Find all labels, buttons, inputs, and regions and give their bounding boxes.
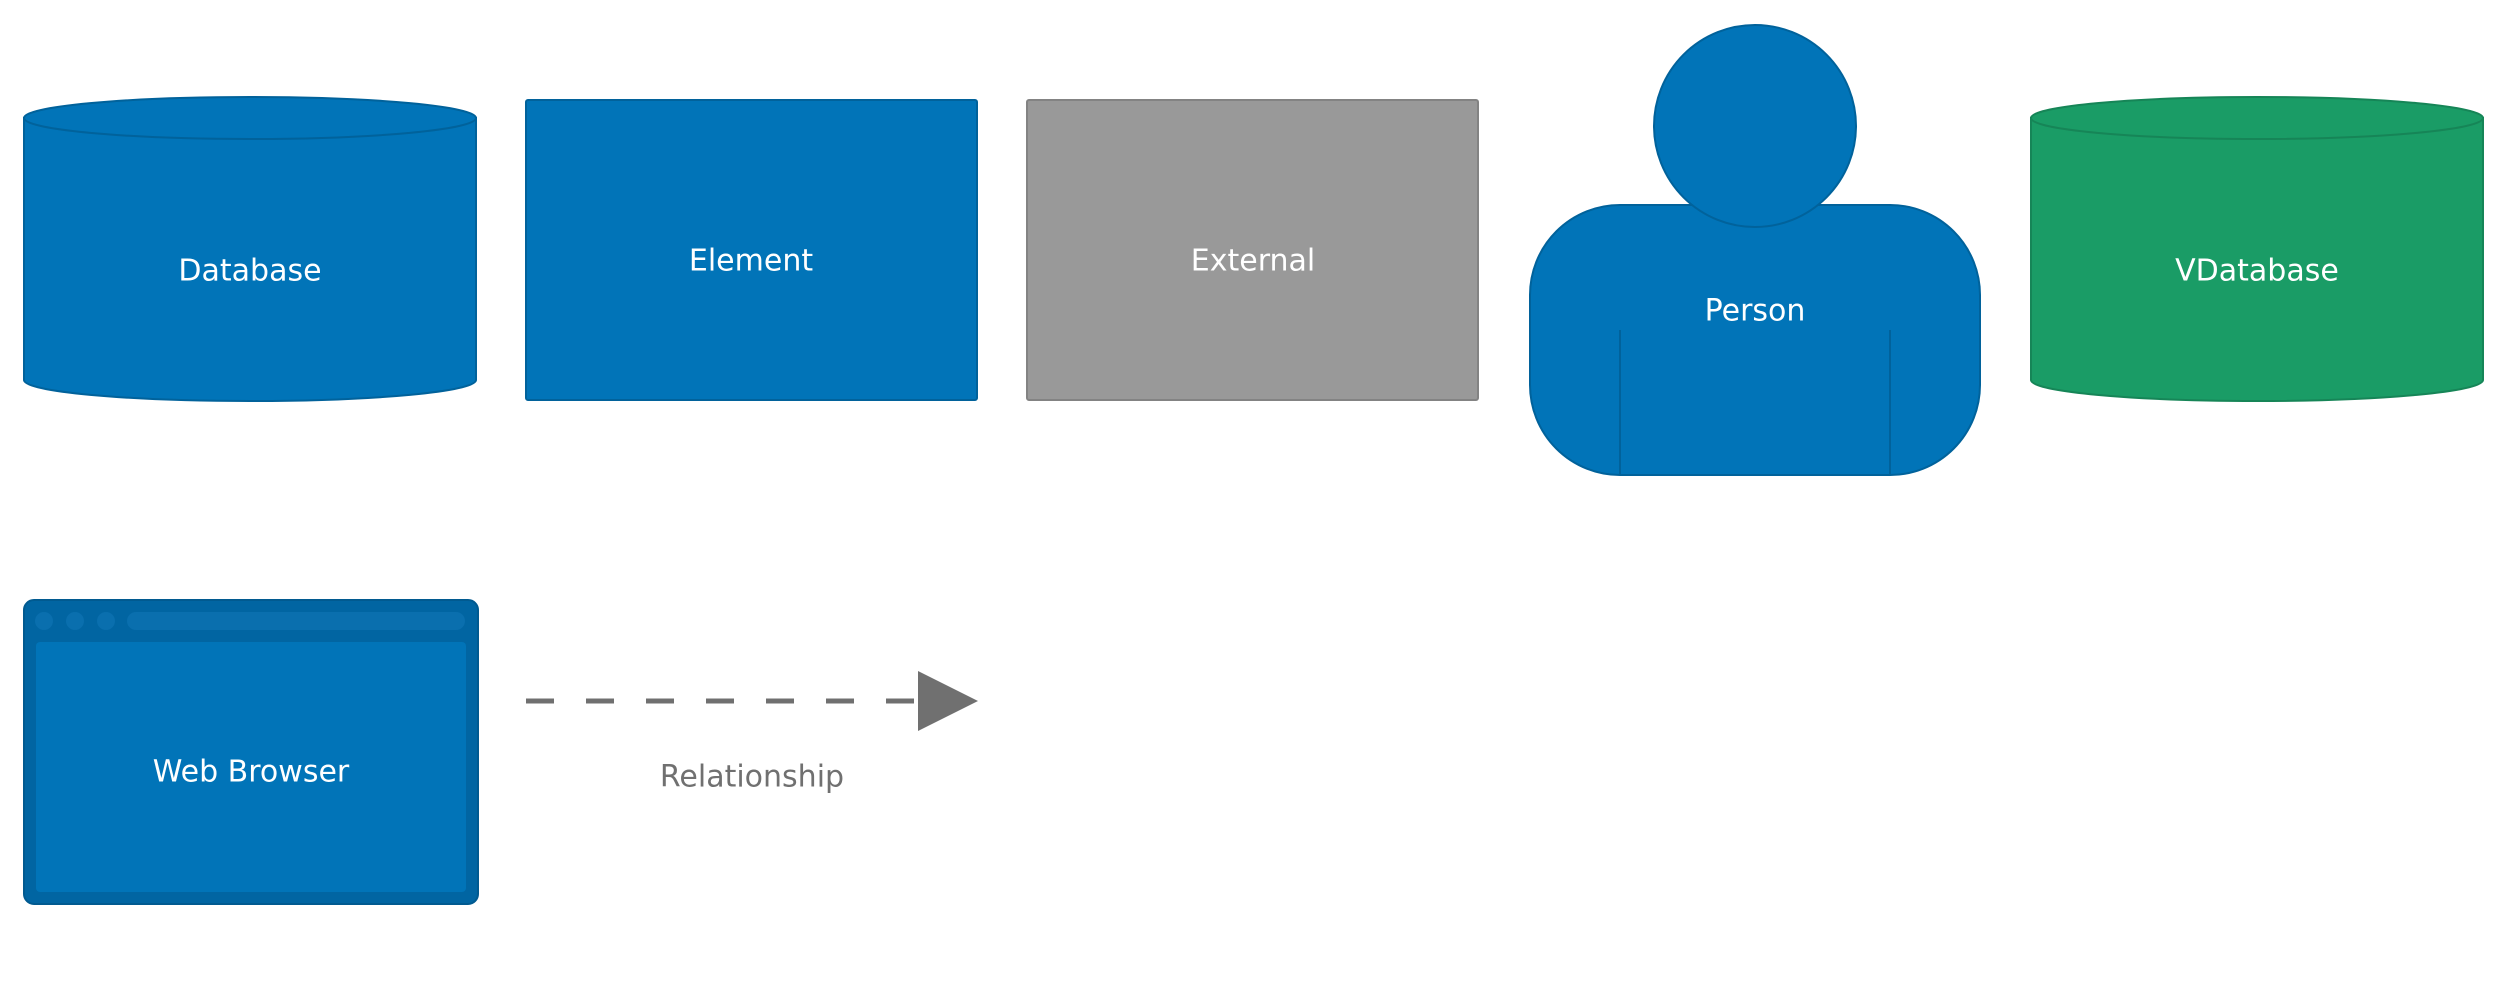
database-label: Database xyxy=(178,254,321,289)
element-box xyxy=(525,99,978,401)
web-browser-address-bar xyxy=(127,612,465,630)
web-browser-viewport xyxy=(36,642,466,892)
person-node[interactable]: Person xyxy=(1529,24,1981,476)
person-body xyxy=(1529,204,1981,476)
web-browser-label: Web Browser xyxy=(153,755,350,790)
element-node[interactable]: Element xyxy=(525,99,978,401)
web-browser-dot-icon xyxy=(66,612,84,630)
vdatabase-label: VDatabase xyxy=(2175,254,2339,289)
relationship-edge[interactable]: Relationship xyxy=(526,671,978,795)
external-node[interactable]: External xyxy=(1026,99,1479,401)
vdatabase-cylinder-top xyxy=(2030,96,2484,140)
web-browser-node[interactable]: Web Browser xyxy=(23,599,479,905)
database-cylinder-top xyxy=(23,96,477,140)
person-head xyxy=(1653,24,1857,228)
element-label: Element xyxy=(689,244,813,279)
web-browser-dot-icon xyxy=(35,612,53,630)
external-label: External xyxy=(1191,244,1315,279)
external-box xyxy=(1026,99,1479,401)
vdatabase-cylinder-body xyxy=(2030,117,2484,402)
relationship-arrowhead-icon xyxy=(918,671,978,731)
database-cylinder-body xyxy=(23,117,477,402)
vdatabase-node[interactable]: VDatabase xyxy=(2030,96,2484,402)
relationship-label: Relationship xyxy=(660,760,844,795)
person-label: Person xyxy=(1705,294,1806,329)
database-node[interactable]: Database xyxy=(23,96,477,402)
web-browser-dot-icon xyxy=(97,612,115,630)
